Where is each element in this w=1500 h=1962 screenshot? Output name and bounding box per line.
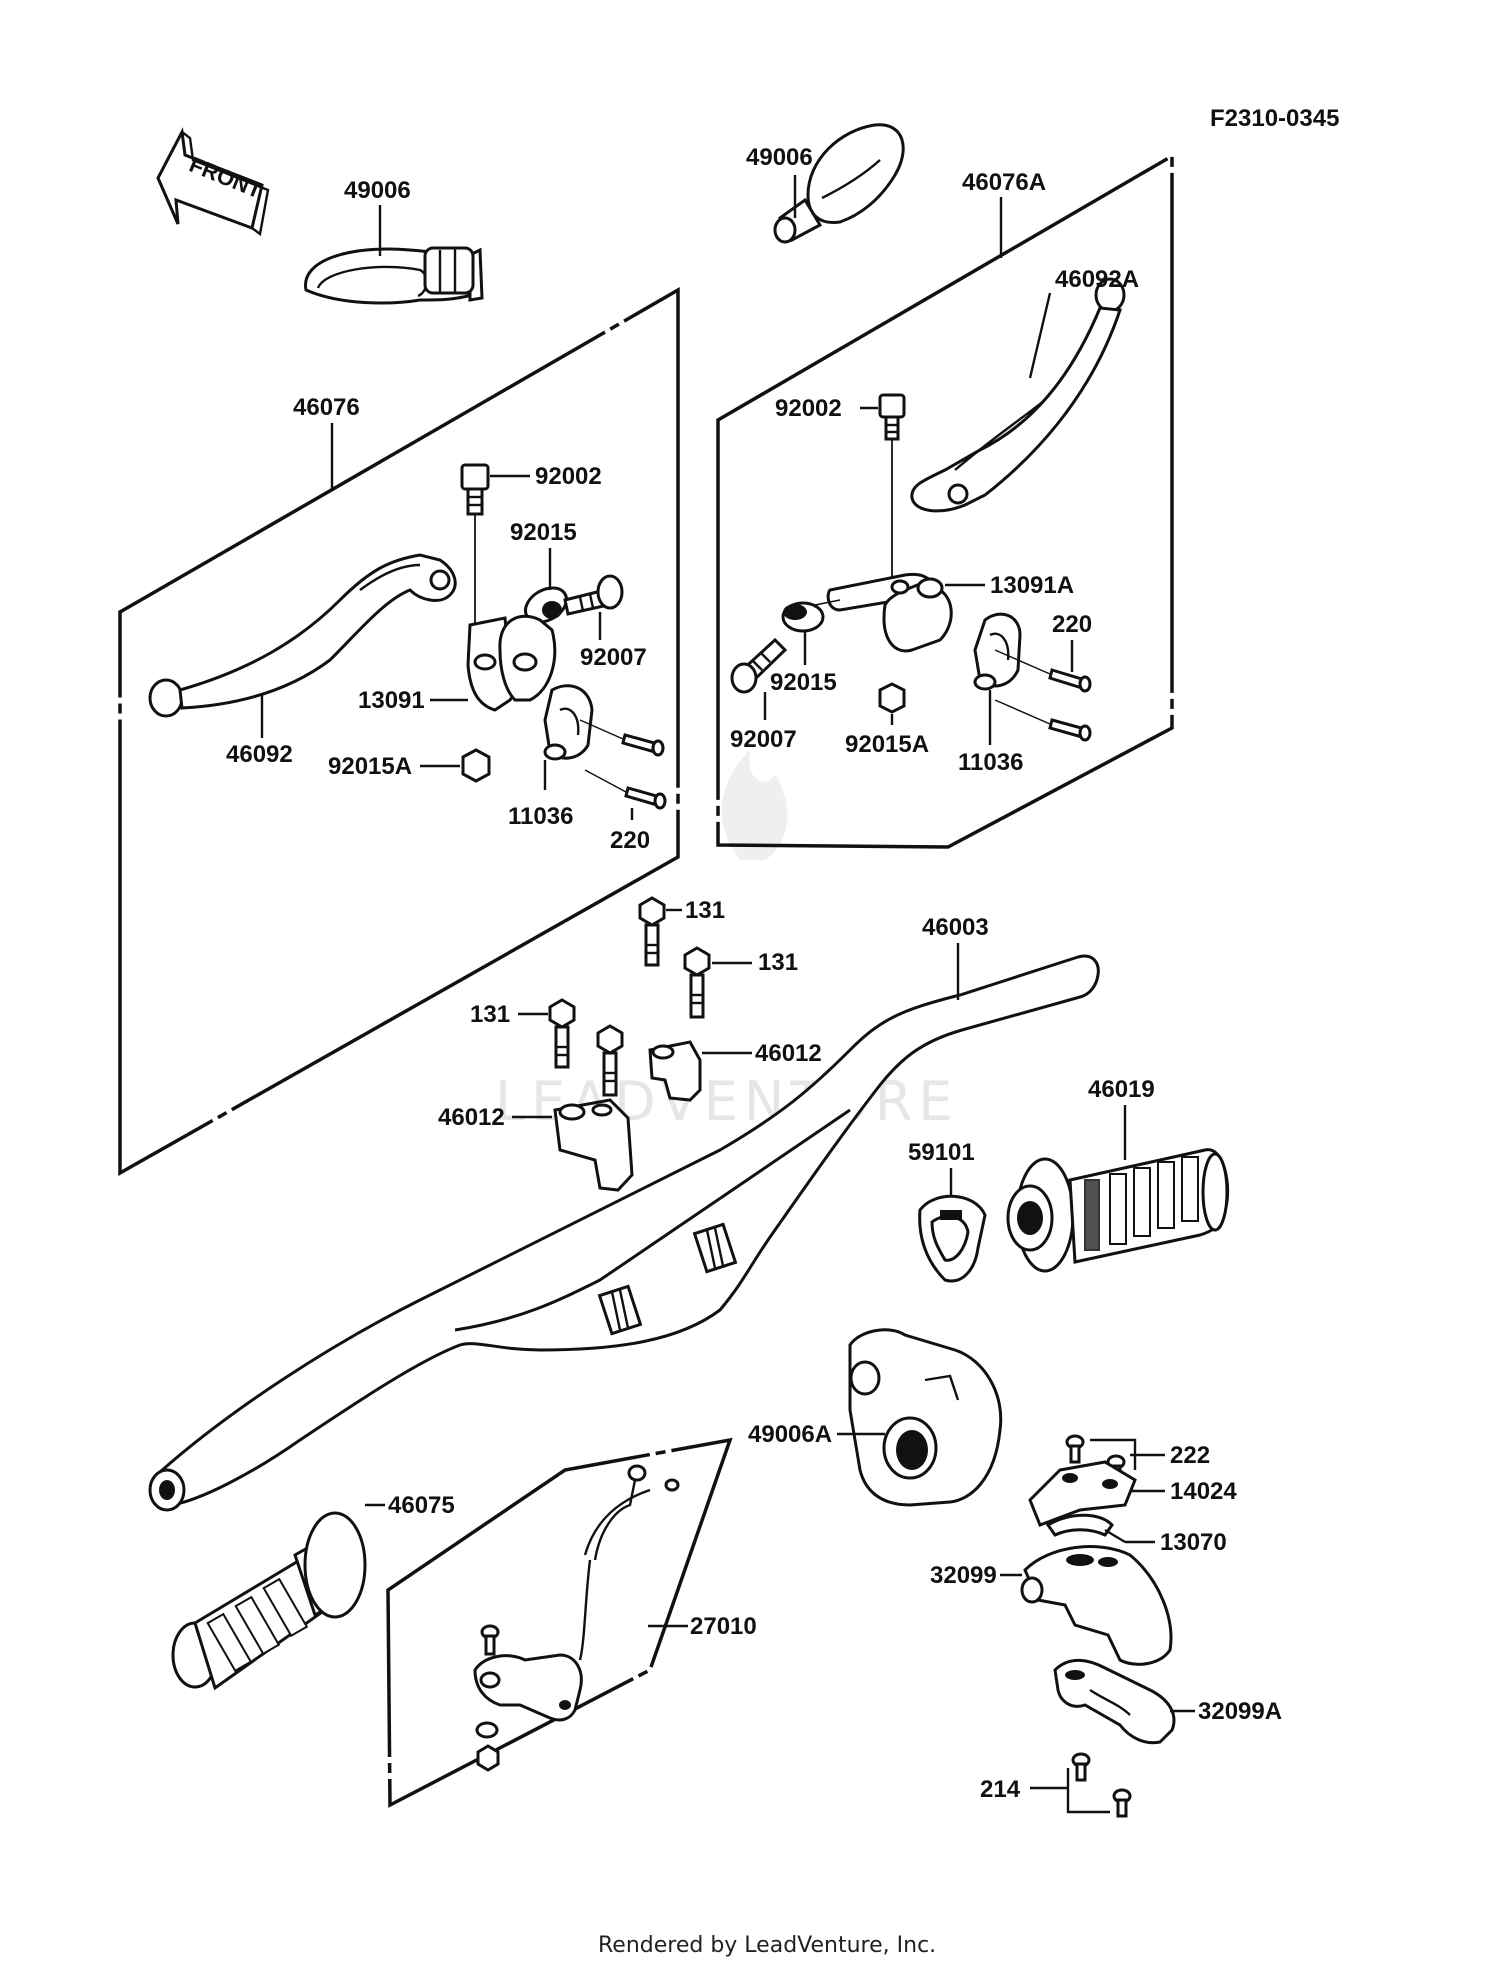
assembly-box-27010 xyxy=(386,1437,733,1808)
housing-32099 xyxy=(1020,1545,1173,1666)
handlebar-46003 xyxy=(148,954,1100,1512)
clamp-13091 xyxy=(466,614,557,712)
throttle-case-49006a xyxy=(848,1328,1003,1507)
holder-46012-lower xyxy=(553,1098,634,1192)
callout-32099: 32099 xyxy=(930,1562,997,1589)
callout-46019: 46019 xyxy=(1088,1076,1155,1103)
callout-92015a-right: 92015A xyxy=(845,731,929,758)
holder-11036-left xyxy=(543,684,594,761)
screws-214 xyxy=(1071,1752,1132,1818)
screw-92007-right xyxy=(730,637,788,694)
mirror-right xyxy=(773,123,905,244)
holder-46012-upper xyxy=(648,1040,702,1102)
callout-11036-left: 11036 xyxy=(508,803,573,830)
callout-92007-right: 92007 xyxy=(730,726,797,753)
callout-92015-right: 92015 xyxy=(770,669,837,696)
callout-13091: 13091 xyxy=(358,687,425,714)
assembly-box-46076a xyxy=(716,152,1174,849)
callout-131-right: 131 xyxy=(758,949,798,976)
callout-92002-right: 92002 xyxy=(775,395,842,422)
callout-131-top: 131 xyxy=(685,897,725,924)
housing-32099a xyxy=(1053,1658,1176,1745)
bolt-92002-right xyxy=(878,393,906,640)
nut-92015a-left xyxy=(461,748,491,783)
screw-92007-left xyxy=(563,574,624,616)
callout-49006-right: 49006 xyxy=(746,144,813,171)
adjuster-92015-left xyxy=(524,586,568,624)
callout-220-right: 220 xyxy=(1052,611,1092,638)
callout-46012-lower: 46012 xyxy=(438,1104,505,1131)
footer-credit: Rendered by LeadVenture, Inc. xyxy=(598,1933,936,1958)
screws-222 xyxy=(1065,1434,1126,1484)
nut-92015a-right xyxy=(878,682,906,714)
callout-46076a: 46076A xyxy=(962,169,1046,196)
screws-220-right xyxy=(994,649,1092,742)
pulley-13070 xyxy=(1045,1513,1114,1537)
cover-59101 xyxy=(918,1194,987,1283)
screws-220-left xyxy=(579,719,667,810)
callout-92015-left: 92015 xyxy=(510,519,577,546)
callout-49006a: 49006A xyxy=(748,1421,832,1448)
callout-46092: 46092 xyxy=(226,741,293,768)
holder-11036-right xyxy=(973,612,1022,691)
adjuster-92015-right xyxy=(781,599,841,633)
callout-49006-left: 49006 xyxy=(344,177,411,204)
callout-214: 214 xyxy=(980,1776,1021,1803)
callout-11036-right: 11036 xyxy=(958,749,1023,776)
callout-220-left: 220 xyxy=(610,827,650,854)
callout-46075: 46075 xyxy=(388,1492,455,1519)
diagram-code: F2310-0345 xyxy=(1210,105,1339,132)
callout-27010: 27010 xyxy=(690,1613,757,1640)
callout-13091a: 13091A xyxy=(990,572,1074,599)
callout-59101: 59101 xyxy=(908,1139,975,1166)
callout-13070: 13070 xyxy=(1160,1529,1227,1556)
grip-46075 xyxy=(171,1511,367,1691)
bolts-131 xyxy=(548,896,711,1097)
callout-46012-upper: 46012 xyxy=(755,1040,822,1067)
callout-131-left: 131 xyxy=(470,1001,510,1028)
grip-46019 xyxy=(1006,1148,1230,1273)
lever-46092a xyxy=(910,277,1126,513)
callout-46003: 46003 xyxy=(922,914,989,941)
callout-32099a: 32099A xyxy=(1198,1698,1282,1725)
callout-92007-left: 92007 xyxy=(580,644,647,671)
switch-27010 xyxy=(473,1464,680,1772)
lever-46092 xyxy=(148,553,457,718)
mirror-left xyxy=(304,246,484,305)
callout-92015a-left: 92015A xyxy=(328,753,412,780)
cover-14024 xyxy=(1028,1460,1137,1527)
callout-46076: 46076 xyxy=(293,394,360,421)
callout-222: 222 xyxy=(1170,1442,1210,1469)
callout-92002-left: 92002 xyxy=(535,463,602,490)
front-arrow: FRONT xyxy=(156,127,270,237)
assembly-box-46076 xyxy=(118,286,680,1177)
callout-46092a: 46092A xyxy=(1055,266,1139,293)
callout-14024: 14024 xyxy=(1170,1478,1237,1505)
clamp-13091a xyxy=(826,572,953,653)
